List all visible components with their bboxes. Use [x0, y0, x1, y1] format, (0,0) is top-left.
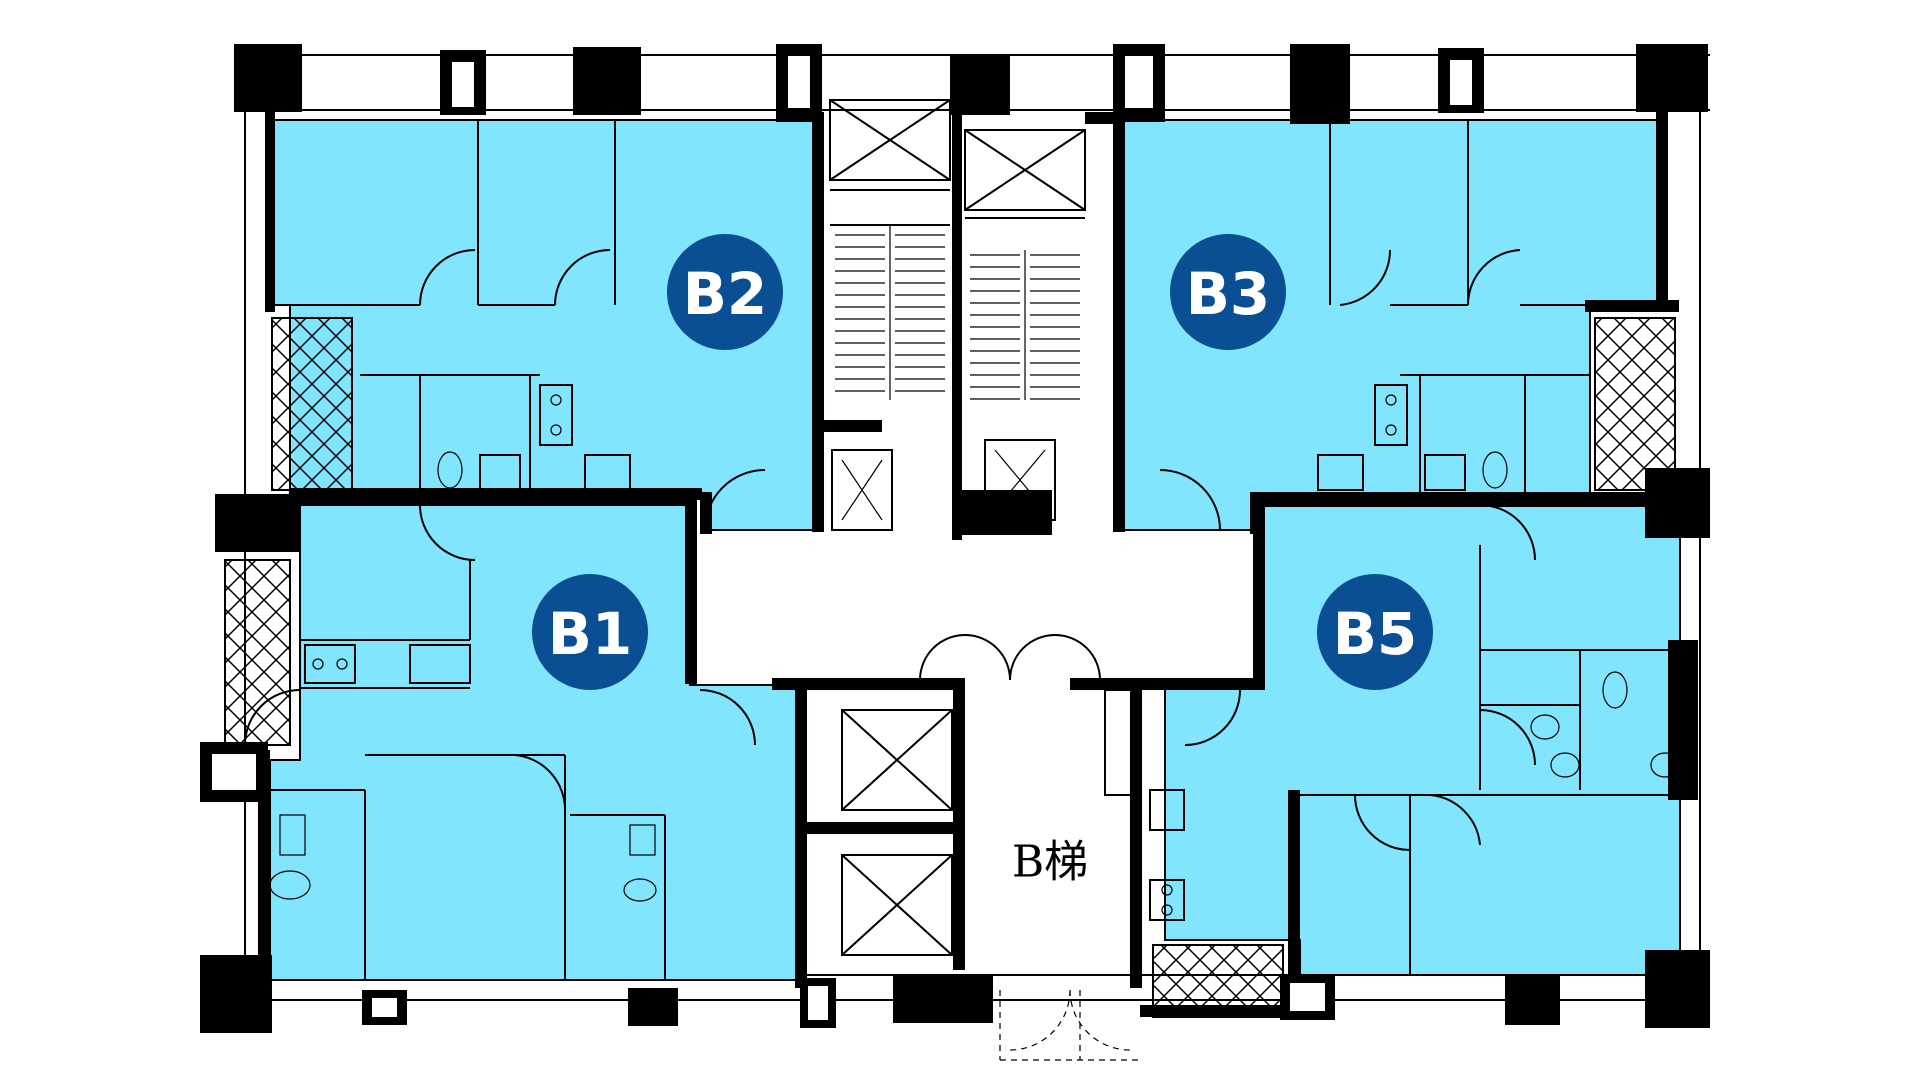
unit-badge-b1: B1 — [532, 574, 648, 690]
unit-b5[interactable] — [1149, 504, 1681, 976]
unit-label-b5: B5 — [1333, 600, 1418, 668]
stairwell-right — [964, 129, 1086, 521]
unit-badge-b3: B3 — [1170, 234, 1286, 350]
stair-label: B梯 — [1012, 837, 1088, 888]
unit-b1[interactable] — [244, 504, 801, 981]
unit-label-b1: B1 — [548, 600, 633, 668]
unit-label-b2: B2 — [683, 260, 768, 328]
unit-badge-b5: B5 — [1317, 574, 1433, 690]
unit-badge-b2: B2 — [667, 234, 783, 350]
unit-b2[interactable] — [271, 119, 821, 531]
unit-label-b3: B3 — [1186, 260, 1271, 328]
stairwell-left — [829, 99, 951, 531]
structural-walls — [200, 44, 1710, 1033]
